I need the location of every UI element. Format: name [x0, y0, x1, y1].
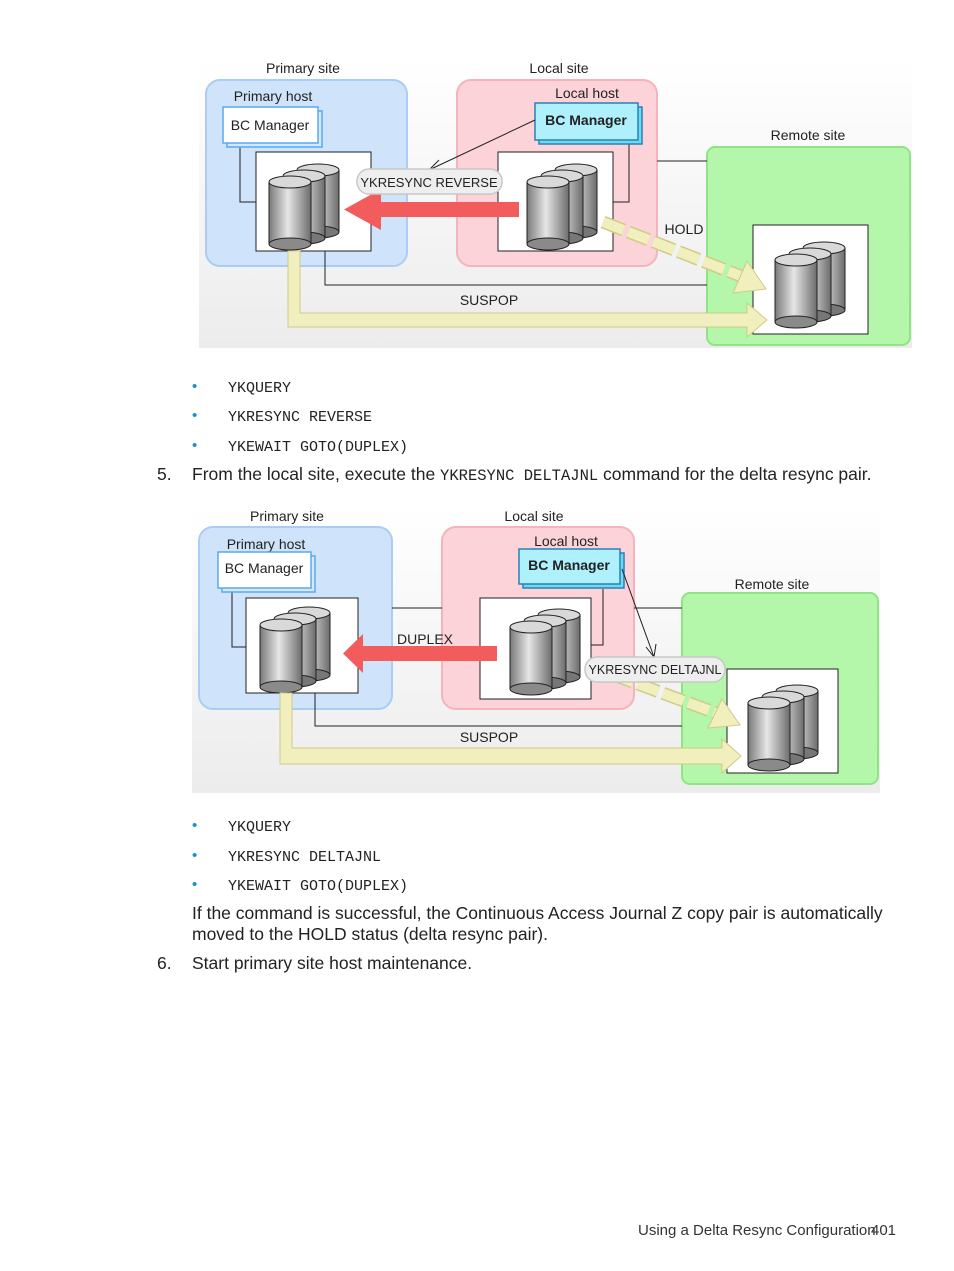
step-5-command: YKRESYNC DELTAJNL	[440, 467, 599, 485]
diagram-ykresync-deltajnl: Remote site Primary site Primary host Lo…	[192, 505, 880, 793]
primary-site-label: Primary site	[266, 60, 340, 76]
bc-manager-primary-label: BC Manager	[225, 560, 304, 576]
local-disk-icon	[509, 608, 581, 696]
step-5-text: From the local site, execute the YKRESYN…	[192, 464, 872, 487]
list-item: YKEWAIT GOTO(DUPLEX)	[228, 439, 409, 456]
suspop-label: SUSPOP	[460, 729, 518, 745]
hold-arrow	[600, 215, 767, 294]
command-bubble	[356, 168, 503, 195]
local-site-label: Local site	[504, 508, 563, 524]
bullet-dot: •	[192, 407, 198, 424]
bullet-dot: •	[192, 817, 198, 834]
primary-site-label: Primary site	[250, 508, 324, 524]
bullet-dot: •	[192, 847, 198, 864]
bc-manager-primary	[217, 551, 312, 589]
bullet-dot: •	[192, 876, 198, 893]
list-item: YKRESYNC DELTAJNL	[228, 849, 382, 866]
diagram-ykresync-reverse: Remote site Primary site Primary host Lo…	[199, 58, 912, 348]
remote-disk-icon	[774, 241, 846, 329]
footer-title: Using a Delta Resync Configuration	[638, 1222, 876, 1239]
bullet-dot: •	[192, 437, 198, 454]
list-item: YKQUERY	[228, 819, 292, 836]
step-5-text-before: From the local site, execute the	[192, 464, 441, 484]
result-paragraph: If the command is successful, the Contin…	[192, 903, 883, 945]
list-item: YKRESYNC REVERSE	[228, 409, 373, 426]
local-host-label: Local host	[534, 533, 598, 549]
command-bubble-label: YKRESYNC DELTAJNL	[589, 663, 722, 677]
reverse-copy-arrow	[344, 189, 519, 230]
list-item: YKEWAIT GOTO(DUPLEX)	[228, 878, 409, 895]
primary-host-label: Primary host	[227, 536, 306, 552]
remote-disk-icon	[747, 684, 819, 772]
list-item: YKQUERY	[228, 380, 292, 397]
command-bubble	[584, 656, 726, 683]
suspop-arrow	[279, 692, 742, 775]
remote-site-label: Remote site	[771, 127, 846, 143]
local-disk-icon	[526, 163, 598, 251]
suspop-label: SUSPOP	[460, 292, 518, 308]
bc-manager-local-label: BC Manager	[528, 557, 610, 573]
local-site-label: Local site	[529, 60, 588, 76]
diagram-1-svg: Remote site Primary site Primary host Lo…	[199, 58, 912, 348]
delta-resync-arrow	[584, 658, 741, 729]
step-6-text: Start primary site host maintenance.	[192, 953, 473, 973]
suspop-arrow	[287, 250, 768, 339]
bc-manager-local	[534, 102, 639, 141]
result-paragraph-line-1: If the command is successful, the Contin…	[192, 903, 883, 923]
primary-host-label: Primary host	[234, 88, 313, 104]
diagram-2-svg: Remote site Primary site Primary host Lo…	[192, 505, 880, 793]
local-host-label: Local host	[555, 85, 619, 101]
hold-label: HOLD	[665, 221, 704, 237]
duplex-label: DUPLEX	[397, 631, 454, 647]
remote-site-label: Remote site	[735, 576, 810, 592]
bc-manager-primary-label: BC Manager	[231, 117, 310, 133]
duplex-copy-arrow	[343, 634, 497, 673]
bc-manager-primary	[222, 106, 319, 144]
primary-disk-icon	[268, 163, 340, 251]
bc-manager-local	[518, 548, 621, 585]
step-6-number: 6.	[157, 953, 172, 973]
bullet-dot: •	[192, 378, 198, 395]
primary-disk-icon	[259, 606, 331, 694]
step-5-text-after: command for the delta resync pair.	[598, 464, 872, 484]
command-bubble-label: YKRESYNC REVERSE	[360, 175, 498, 190]
step-5-number: 5.	[157, 464, 172, 484]
bc-manager-local-label: BC Manager	[545, 112, 627, 128]
page-number: 401	[871, 1222, 897, 1239]
result-paragraph-line-2: moved to the HOLD status (delta resync p…	[192, 924, 548, 944]
